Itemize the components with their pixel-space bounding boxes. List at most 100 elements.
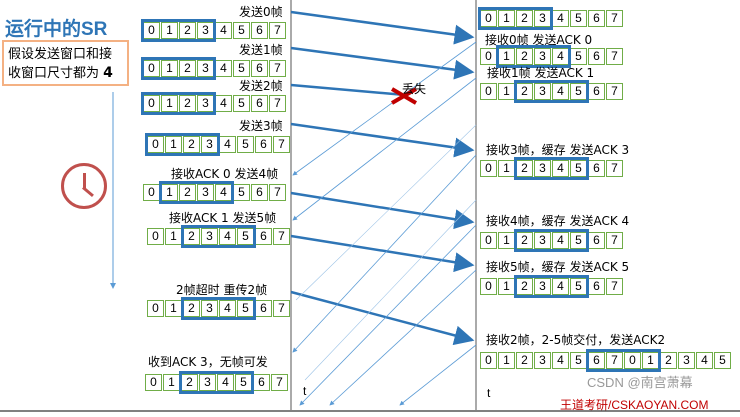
seq-cell: 7 [606, 232, 623, 249]
seq-cell: 7 [269, 60, 286, 77]
seq-cell: 3 [534, 160, 551, 177]
seq-cell: 7 [606, 352, 623, 369]
assumption-text: 假设发送窗口和接收窗口尺寸都为 [8, 47, 113, 81]
seq-cell: 3 [201, 228, 218, 245]
sender-event-label: 接收ACK 1 发送5帧 [169, 211, 277, 225]
ack-line-b [304, 199, 477, 381]
receiver-event-label: 接收1帧 发送ACK 1 [487, 66, 595, 80]
seq-cell: 4 [552, 10, 569, 27]
seq-cell: 5 [570, 352, 587, 369]
window-bracket [181, 297, 256, 320]
seq-cell: 0 [143, 22, 160, 39]
seq-cell: 4 [217, 374, 234, 391]
window-bracket [179, 371, 254, 394]
seq-cell: 3 [534, 10, 551, 27]
seq-cell: 0 [145, 374, 162, 391]
seq-cell: 4 [215, 95, 232, 112]
seq-cell: 1 [498, 278, 515, 295]
seq-cell: 3 [199, 374, 216, 391]
seq-cell: 6 [588, 83, 605, 100]
window-bracket [514, 80, 589, 103]
window-bracket [141, 19, 216, 42]
seq-cell: 0 [147, 228, 164, 245]
seq-cell: 4 [219, 300, 236, 317]
lost-label: 丢失 [402, 82, 427, 96]
seq-cell: 2 [179, 60, 196, 77]
seq-cell: 4 [552, 48, 569, 65]
seq-cell: 0 [480, 278, 497, 295]
seq-cell: 5 [570, 48, 587, 65]
receiver-event-label: 接收0帧 发送ACK 0 [485, 33, 593, 47]
seq-cell: 3 [201, 300, 218, 317]
seq-cell: 4 [696, 352, 713, 369]
receiver-event-label: 接收3帧，缓存 发送ACK 3 [486, 143, 630, 157]
window-bracket [496, 45, 571, 68]
seq-cell: 6 [588, 278, 605, 295]
seq-cell: 2 [179, 184, 196, 201]
seq-cell: 6 [253, 374, 270, 391]
page-title: 运行中的SR [5, 19, 108, 40]
receiver-event-label: 接收4帧，缓存 发送ACK 4 [486, 214, 630, 228]
assumption-box: 假设发送窗口和接收窗口尺寸都为 4 [2, 40, 129, 86]
seq-cell: 7 [269, 22, 286, 39]
seq-cell: 3 [678, 352, 695, 369]
seq-cell: 6 [251, 60, 268, 77]
seq-cell: 4 [552, 352, 569, 369]
seq-cell: 5 [237, 136, 254, 153]
seq-cell: 1 [165, 228, 182, 245]
seq-cell: 3 [534, 83, 551, 100]
receiver-event-label: 接收5帧，缓存 发送ACK 5 [486, 260, 630, 274]
seq-cell: 1 [161, 22, 178, 39]
seq-cell: 3 [534, 352, 551, 369]
seq-cell: 6 [251, 22, 268, 39]
seq-cell: 7 [271, 374, 288, 391]
seq-cell: 1 [161, 184, 178, 201]
seq-cell: 0 [624, 352, 641, 369]
seq-cell: 2 [516, 48, 533, 65]
seq-cell: 7 [606, 48, 623, 65]
seq-cell: 7 [606, 160, 623, 177]
seq-cell: 1 [498, 352, 515, 369]
seq-cell: 6 [588, 10, 605, 27]
seq-cell: 5 [233, 95, 250, 112]
seq-cell: 4 [552, 232, 569, 249]
seq-cell: 5 [714, 352, 731, 369]
sender-event-label: 收到ACK 3，无帧可发 [148, 355, 268, 369]
seq-cell: 4 [215, 22, 232, 39]
seq-cell: 1 [498, 83, 515, 100]
window-bracket [478, 7, 553, 30]
seq-cell: 7 [273, 136, 290, 153]
seq-cell: 0 [147, 300, 164, 317]
seq-cell: 0 [480, 232, 497, 249]
ack-0-arrow [292, 41, 477, 176]
frame-3-arrow [290, 122, 475, 158]
seq-cell: 5 [233, 60, 250, 77]
seq-cell: 6 [255, 136, 272, 153]
ack-line-a [295, 124, 477, 301]
window-bracket [586, 349, 661, 372]
seq-cell: 2 [516, 232, 533, 249]
receiver-event-label: 接收2帧，2-5帧交付，发送ACK2 [486, 333, 666, 347]
watermark: 王道考研/CSKAOYAN.COM [560, 398, 709, 412]
seq-cell: 6 [588, 48, 605, 65]
frame-2-retransmit-arrow [290, 290, 475, 346]
window-bracket [181, 225, 256, 248]
sender-event-label: 2帧超时 重传2帧 [176, 283, 268, 297]
seq-cell: 0 [143, 60, 160, 77]
seq-cell: 0 [143, 184, 160, 201]
seq-cell: 2 [179, 95, 196, 112]
seq-cell: 4 [219, 136, 236, 153]
window-bracket [514, 229, 589, 252]
sender-event-label: 接收ACK 0 发送4帧 [171, 167, 279, 181]
sender-time-label: t [303, 384, 307, 398]
sender-event-label: 发送3帧 [239, 119, 283, 133]
seq-cell: 1 [498, 160, 515, 177]
